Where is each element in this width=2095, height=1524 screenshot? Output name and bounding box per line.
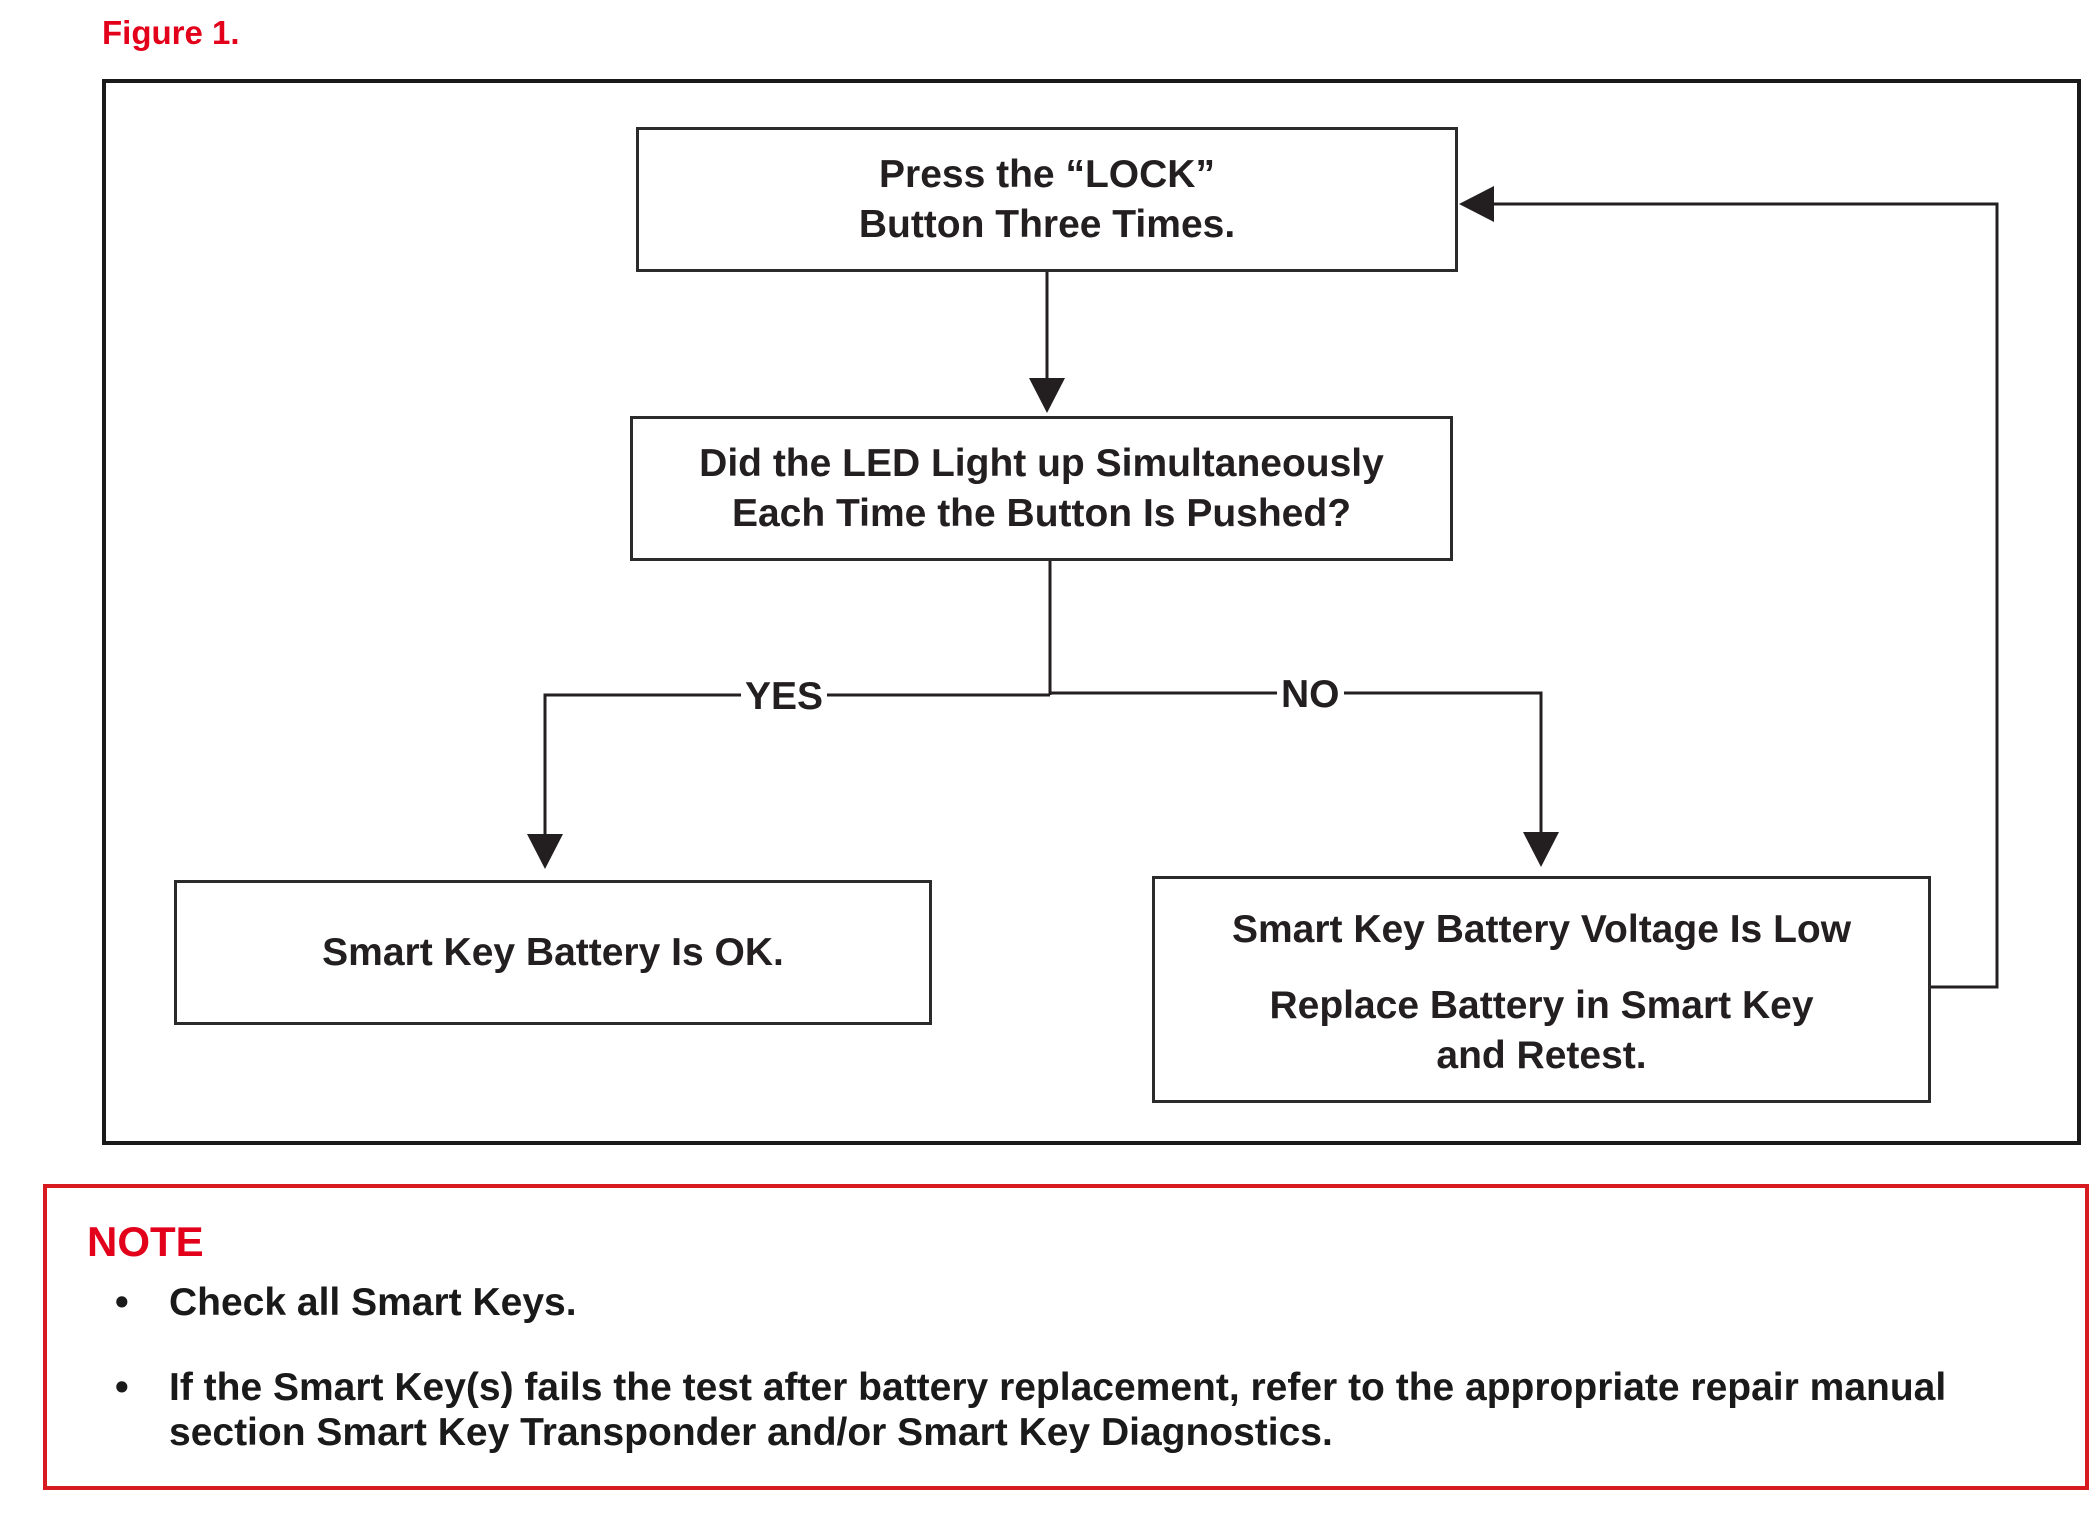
yes-label: YES bbox=[741, 675, 828, 719]
start-box: Press the “LOCK” Button Three Times. bbox=[636, 127, 1458, 272]
battery-low-line3: and Retest. bbox=[1436, 1034, 1647, 1077]
question-box: Did the LED Light up Simultaneously Each… bbox=[630, 416, 1453, 561]
battery-ok-box: Smart Key Battery Is OK. bbox=[174, 880, 932, 1025]
arrowhead-to-start bbox=[1459, 186, 1494, 222]
battery-ok-text: Smart Key Battery Is OK. bbox=[322, 930, 784, 974]
note-item-text: Check all Smart Keys. bbox=[169, 1281, 577, 1324]
start-box-line2: Button Three Times. bbox=[858, 202, 1236, 246]
note-box: NOTE • Check all Smart Keys. • If the Sm… bbox=[43, 1184, 2089, 1490]
battery-low-line2: Replace Battery in Smart Key bbox=[1269, 984, 1814, 1027]
arrowhead-to-question bbox=[1029, 378, 1065, 413]
figure-caption: Figure 1. bbox=[102, 14, 240, 51]
diagram-frame bbox=[102, 79, 2081, 1145]
connector-retest-loop bbox=[1492, 202, 1999, 989]
note-item-text: If the Smart Key(s) fails the test after… bbox=[169, 1366, 1947, 1454]
start-box-line1: Press the “LOCK” bbox=[879, 152, 1215, 196]
question-box-line1: Did the LED Light up Simultaneously bbox=[699, 441, 1384, 485]
bullet-icon: • bbox=[115, 1281, 129, 1324]
question-box-line2: Each Time the Button Is Pushed? bbox=[731, 491, 1352, 535]
connector-no-branch bbox=[1050, 691, 1543, 838]
note-item: • If the Smart Key(s) fails the test aft… bbox=[115, 1365, 2015, 1455]
no-label: NO bbox=[1277, 673, 1344, 717]
bullet-icon: • bbox=[115, 1366, 129, 1409]
connector-yes-branch bbox=[543, 693, 1050, 840]
arrowhead-to-low bbox=[1523, 832, 1559, 867]
battery-low-box: Smart Key Battery Voltage Is Low Replace… bbox=[1152, 876, 1931, 1103]
arrowhead-to-ok bbox=[527, 834, 563, 869]
battery-low-line1: Smart Key Battery Voltage Is Low bbox=[1231, 908, 1852, 951]
note-item: • Check all Smart Keys. bbox=[115, 1280, 2015, 1325]
note-title: NOTE bbox=[87, 1218, 204, 1265]
note-list: • Check all Smart Keys. • If the Smart K… bbox=[115, 1280, 2015, 1455]
